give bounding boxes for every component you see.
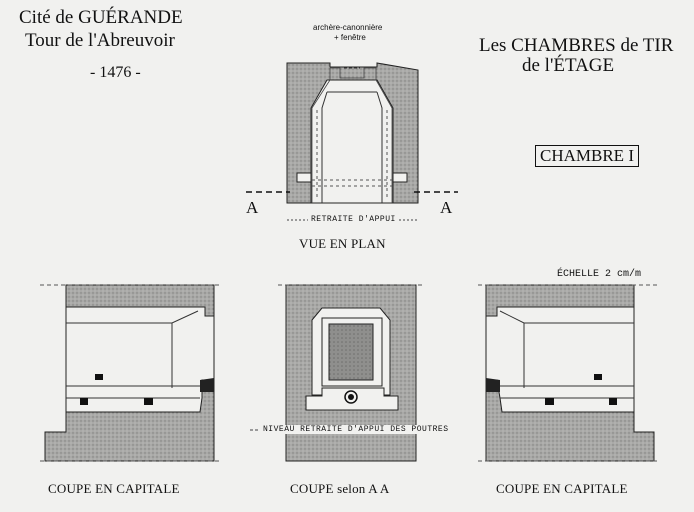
left-joist-2 — [80, 398, 88, 405]
aa-gunport-hole — [348, 394, 354, 400]
plan-view — [246, 62, 458, 221]
section-mark-left: A — [246, 198, 259, 217]
tower-title: Tour de l'Abreuvoir — [25, 30, 175, 51]
plan-annotation-line2: + fenêtre — [334, 33, 366, 42]
right-joist-1 — [594, 374, 602, 380]
left-loophole — [200, 378, 214, 392]
right-section-caption: COUPE EN CAPITALE — [496, 481, 628, 496]
left-section-caption: COUPE EN CAPITALE — [48, 481, 180, 496]
right-loophole — [486, 378, 500, 392]
right-section — [478, 284, 660, 462]
left-section-masonry — [44, 284, 215, 462]
left-joist-1 — [95, 374, 103, 380]
section-title-line2: de l'ÉTAGE — [522, 55, 615, 76]
right-section-masonry — [485, 284, 655, 462]
right-joist-3 — [609, 398, 617, 405]
aa-window-grille — [328, 323, 374, 381]
left-joist-3 — [144, 398, 153, 405]
plan-embrasure — [311, 67, 393, 203]
section-aa — [250, 284, 450, 462]
plan-beam-pocket-right — [392, 172, 408, 183]
year-label: - 1476 - — [90, 64, 141, 81]
scale-label: ÉCHELLE 2 cm/m — [557, 269, 642, 280]
left-chamber-lines — [66, 310, 200, 399]
sill-label: RETRAITE D'APPUI — [308, 215, 399, 224]
section-mark-right: A — [440, 198, 453, 217]
right-chamber-lines — [499, 310, 634, 399]
plan-beam-pocket-left — [296, 172, 312, 183]
right-joist-2 — [545, 398, 554, 405]
plan-wall-masonry — [286, 62, 419, 204]
plan-inner-splay — [321, 91, 383, 203]
section-aa-caption: COUPE selon A A — [290, 481, 390, 496]
plan-annotation-line1: archère-canonnière — [313, 23, 383, 32]
section-title-line1: Les CHAMBRES de TIR — [479, 35, 674, 56]
plan-caption: VUE EN PLAN — [299, 236, 386, 251]
left-section — [40, 284, 222, 462]
city-title: Cité de GUÉRANDE — [19, 7, 183, 28]
beam-level-label: NIVEAU RETRAITE D'APPUI DES POUTRES — [260, 425, 452, 434]
chamber-label: CHAMBRE I — [535, 145, 639, 167]
